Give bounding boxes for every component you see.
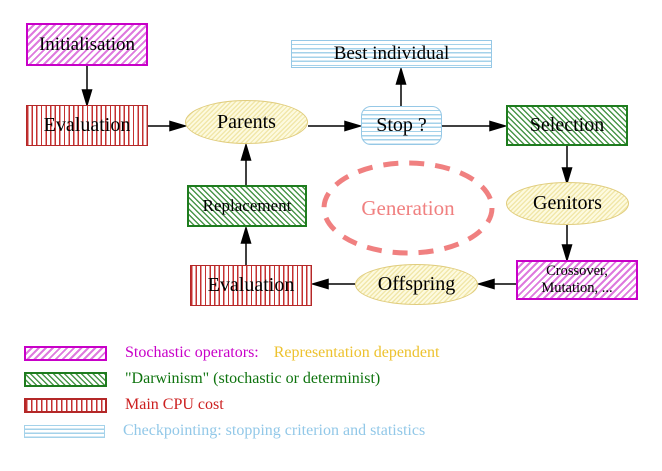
node-selection-label: Selection <box>529 114 605 136</box>
node-selection: Selection <box>506 105 628 146</box>
node-offspring: Offspring <box>355 264 478 305</box>
node-genitors: Genitors <box>506 182 629 225</box>
arrow-offspring-to-evaluation <box>310 278 355 290</box>
arrow-replacement-to-parents <box>240 142 252 185</box>
node-evaluation-bottom-label: Evaluation <box>207 274 295 296</box>
node-parents-label: Parents <box>217 110 276 133</box>
arrow-genitors-to-crossover <box>561 225 573 263</box>
node-crossover-label-line1: Crossover, <box>546 262 608 279</box>
generation-dashed-ellipse <box>321 160 495 256</box>
arrow-crossover-to-offspring <box>476 278 516 290</box>
legend-swatch-green-hatch <box>24 371 107 387</box>
legend-swatch-red-stripes <box>24 397 107 413</box>
arrow-initialisation-to-evaluation <box>81 66 93 108</box>
node-parents: Parents <box>185 100 308 144</box>
node-evaluation-top: Evaluation <box>26 105 148 146</box>
arrow-parents-to-stop <box>308 120 363 132</box>
arrow-selection-to-genitors <box>561 146 573 186</box>
legend-row-main-cpu-cost: Main CPU cost <box>24 396 224 414</box>
node-best-individual: Best individual <box>291 40 492 68</box>
legend-row-stochastic-operators: Stochastic operators: Representation dep… <box>24 344 439 362</box>
node-offspring-label: Offspring <box>377 273 456 295</box>
node-initialisation-label: Initialisation <box>38 33 136 55</box>
legend-label-main-cpu-cost: Main CPU cost <box>125 396 224 413</box>
node-crossover-label-line2: Mutation, ... <box>541 280 613 296</box>
legend-swatch-magenta-hatch <box>24 345 107 361</box>
node-replacement-label: Replacement <box>202 196 292 215</box>
legend-swatch-cyan-stripes <box>24 424 105 438</box>
legend-label-checkpointing: Checkpointing: stopping criterion and st… <box>123 422 426 439</box>
generation-label: Generation <box>361 195 455 220</box>
node-stop: Stop ? <box>361 106 442 145</box>
node-replacement: Replacement <box>187 185 307 227</box>
node-initialisation: Initialisation <box>26 23 148 66</box>
node-evaluation-top-label: Evaluation <box>43 114 131 136</box>
legend-label-representation-dependent: Representation dependent <box>273 344 440 361</box>
arrow-stop-to-selection <box>442 120 508 132</box>
arrow-evaluation-to-parents <box>148 120 188 132</box>
legend-row-darwinism: "Darwinism" (stochastic or determinist) <box>24 370 380 388</box>
arrow-stop-to-best-individual <box>395 66 407 106</box>
arrow-evaluation-to-replacement <box>240 225 252 265</box>
node-evaluation-bottom: Evaluation <box>190 265 312 306</box>
node-best-individual-label: Best individual <box>333 43 450 64</box>
node-crossover-mutation: Crossover, Mutation, ... <box>516 260 638 300</box>
node-genitors-label: Genitors <box>533 192 602 214</box>
legend-label-stochastic-operators: Stochastic operators: <box>125 344 259 361</box>
legend-row-checkpointing: Checkpointing: stopping criterion and st… <box>24 422 425 440</box>
generation-label-container: Generation <box>323 194 493 222</box>
node-stop-label: Stop ? <box>376 114 427 136</box>
legend-label-darwinism: "Darwinism" (stochastic or determinist) <box>125 370 381 387</box>
